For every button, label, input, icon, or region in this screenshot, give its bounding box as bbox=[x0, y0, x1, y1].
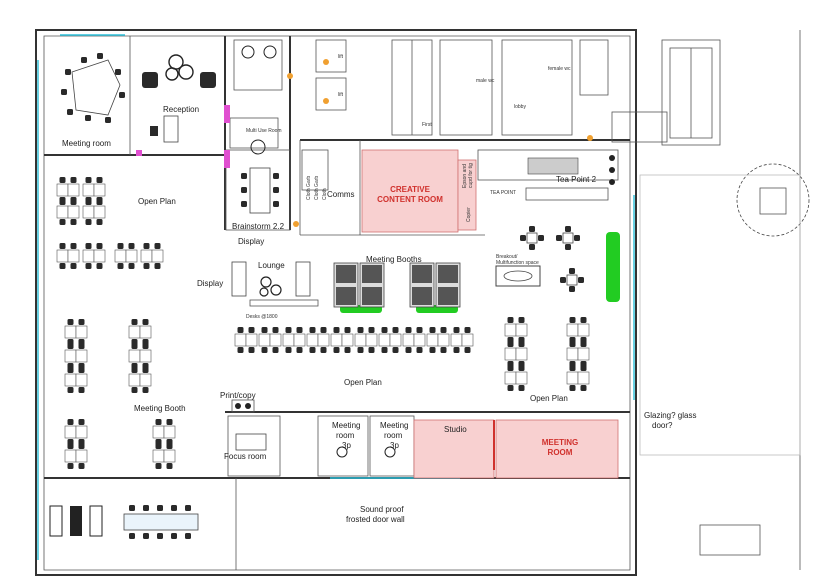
meeting-3p-b-label-2: room bbox=[384, 431, 403, 440]
soundproof-label-1: Sound proof bbox=[360, 505, 404, 514]
markers bbox=[287, 59, 593, 227]
studio-label: Studio bbox=[444, 425, 467, 434]
epson-label: Epson and bbox=[462, 164, 468, 188]
lift-label-2: lift bbox=[338, 92, 344, 98]
cloth-garb-1-label: Cloth Garb bbox=[306, 176, 312, 200]
meeting-3p-a-label-1: Meeting bbox=[332, 421, 360, 430]
female-wc-label: female wc bbox=[548, 66, 571, 72]
comms-area bbox=[301, 149, 329, 191]
open-plan-right-label: Open Plan bbox=[530, 394, 568, 403]
breakout-label-2: Multifunction space bbox=[496, 260, 539, 266]
core-stairs bbox=[315, 39, 609, 136]
meeting-booth-label: Meeting Booth bbox=[134, 404, 186, 413]
lift-label-1: lift bbox=[338, 54, 344, 60]
epson-label-2: cupd for tig bbox=[468, 163, 474, 188]
meeting-3p-b-label-1: Meeting bbox=[380, 421, 408, 430]
glazing-label-1: Glazing? glass bbox=[644, 411, 696, 420]
creative-content-room bbox=[361, 149, 459, 233]
tea-point-2-label: Tea Point 2 bbox=[556, 175, 597, 184]
desks-right bbox=[505, 317, 589, 391]
creative-room-label-1: CREATIVE bbox=[390, 185, 431, 194]
meeting-room-red-label-1: MEETING bbox=[542, 438, 578, 447]
meeting-room-red bbox=[495, 419, 619, 479]
glazing-label-2: door? bbox=[652, 421, 673, 430]
soundproof-label-2: frosted door wall bbox=[346, 515, 405, 524]
meeting-room-tl-label: Meeting room bbox=[62, 139, 111, 148]
lounge-label: Lounge bbox=[258, 261, 285, 270]
external-stair bbox=[611, 30, 810, 570]
lobby-label: lobby bbox=[514, 104, 526, 110]
open-plan-center-label: Open Plan bbox=[344, 378, 382, 387]
breakout-label-1: Breakout/ bbox=[496, 254, 518, 260]
desks-left-middle bbox=[65, 319, 175, 469]
breakout-tables bbox=[495, 226, 584, 292]
bottom-meeting-room bbox=[49, 505, 199, 539]
display-top-label: Display bbox=[238, 237, 264, 246]
meeting-room-tl bbox=[61, 53, 125, 123]
meeting-booths bbox=[333, 262, 461, 308]
meeting-3p-a-label-3: 3p bbox=[342, 441, 351, 450]
studio-room bbox=[413, 419, 495, 479]
brainstorm-label: Brainstorm 2.2 bbox=[232, 222, 285, 231]
reception-label: Reception bbox=[163, 105, 199, 114]
tea-point bbox=[477, 149, 619, 201]
copier-area bbox=[457, 159, 477, 231]
reception-furniture bbox=[142, 54, 216, 143]
desks-center bbox=[235, 327, 473, 353]
tea-point-label: TEA POINT bbox=[490, 190, 516, 196]
copier-label: Copier bbox=[466, 207, 472, 222]
cloth-garb-3-label: Cloth bbox=[322, 188, 328, 200]
lounge bbox=[231, 261, 319, 307]
meeting-3p-b-label-3: 3p bbox=[390, 441, 399, 450]
meeting-3p-a-label-2: room bbox=[336, 431, 355, 440]
desks-label: Desks @1800 bbox=[246, 314, 278, 320]
multi-use-room-label: Multi Use Room bbox=[246, 128, 282, 134]
cloth-garb-2-label: Cloth Garb bbox=[314, 176, 320, 200]
comms-label: Comms bbox=[327, 190, 355, 199]
display-left-label: Display bbox=[197, 279, 223, 288]
male-wc-label: male wc bbox=[476, 78, 495, 84]
first-label: First bbox=[422, 122, 432, 128]
creative-room-label-2: CONTENT ROOM bbox=[377, 195, 443, 204]
multi-use-room bbox=[136, 39, 283, 214]
print-copy-label: Print/copy bbox=[220, 391, 256, 400]
meeting-booths-label: Meeting Booths bbox=[366, 255, 422, 264]
print-copy bbox=[227, 399, 281, 477]
tree-icon bbox=[736, 163, 810, 237]
open-plan-left-label: Open Plan bbox=[138, 197, 176, 206]
focus-room-label: Focus room bbox=[224, 452, 267, 461]
meeting-room-red-label-2: ROOM bbox=[548, 448, 573, 457]
desks-left-top bbox=[57, 177, 163, 269]
